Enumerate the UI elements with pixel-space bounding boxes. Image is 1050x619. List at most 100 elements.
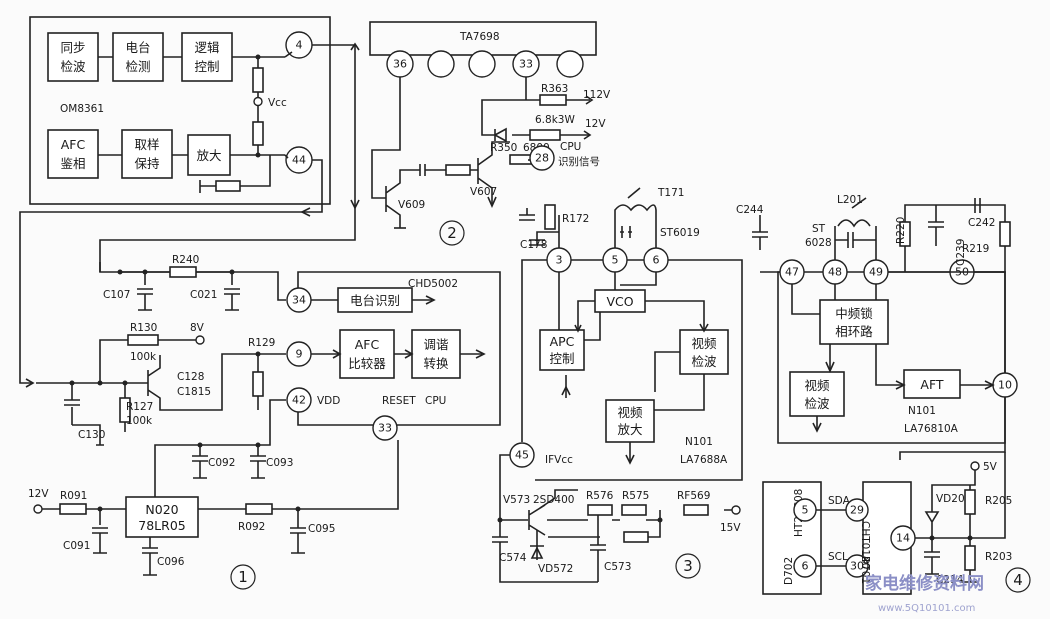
- pin-label: 45: [515, 449, 529, 462]
- v609-series-resistor: [445, 164, 471, 176]
- r203-resistor: [964, 545, 976, 571]
- cpu-section: CHD5002 34 电台识别 9 AFC 比较器 调谐 转换 42 VDD R…: [28, 254, 501, 590]
- pin-label: 5: [612, 254, 619, 267]
- bias-resistor: [623, 531, 649, 543]
- pin-stub: [284, 51, 293, 159]
- arrow-head: [350, 199, 360, 210]
- r219-label: R219: [962, 243, 989, 255]
- la7688a-section: 3 5 6 VCO APC 控制 视频 检波 视频 放大 R172 C178 T…: [492, 187, 743, 583]
- v15-terminal: [731, 505, 741, 515]
- cpu-id-label: CPU: [560, 141, 581, 153]
- vdd-label: VDD: [317, 395, 340, 407]
- pin-label: 42: [292, 394, 306, 407]
- la76810a-outline: [777, 271, 1006, 444]
- tuning-switch-line2: 转换: [423, 356, 449, 371]
- section-marker-1: [230, 564, 256, 590]
- section-marker-3: [675, 553, 701, 579]
- c130-capacitor: [64, 399, 80, 406]
- r68k-resistor: [529, 129, 561, 141]
- vd572-label: VD572: [538, 563, 573, 575]
- afc-phase-line1: AFC: [61, 137, 86, 152]
- apc-line1: APC: [550, 334, 575, 349]
- r220-label: R220: [895, 217, 907, 244]
- r172-label: R172: [562, 213, 589, 225]
- c092-label: C092: [208, 457, 235, 469]
- regulator-input-wire: [42, 508, 126, 525]
- ta7698-pin: [556, 50, 584, 78]
- om8361-outline: [29, 16, 331, 205]
- adjust-arrow: [851, 197, 867, 209]
- video-amp-line2: 放大: [617, 422, 642, 437]
- d701-part: CHT0140: [859, 521, 871, 569]
- c091-label: C091: [63, 540, 90, 552]
- video-detect-2-block: [789, 371, 845, 417]
- c242-label: C242: [968, 217, 995, 229]
- junction-dot: [255, 442, 261, 448]
- pin-label: 5: [802, 504, 809, 517]
- c092-capacitor: [192, 445, 208, 479]
- pin-label: 34: [292, 294, 306, 307]
- v609-coupling-cap: [419, 164, 478, 176]
- d701-pin-30: [845, 554, 869, 578]
- pin-label: 36: [393, 58, 407, 71]
- r172-c178-network: [529, 215, 560, 248]
- c095-label: C095: [308, 523, 335, 535]
- c107-capacitor: [137, 288, 153, 311]
- c093-label: C093: [266, 457, 293, 469]
- pin-label: 3: [556, 254, 563, 267]
- junction-dot: [229, 269, 235, 275]
- d701-label: D701: [859, 556, 871, 584]
- r172-resistor: [544, 204, 556, 230]
- diode-symbol: [493, 127, 507, 143]
- r363-label: R363: [541, 83, 568, 95]
- c107-label: C107: [103, 289, 130, 301]
- v607-transistor: [477, 141, 510, 205]
- c130-label: C130: [78, 429, 105, 441]
- v112-label: 112V: [583, 89, 611, 101]
- cpu-pin-33: [372, 415, 398, 441]
- la7688a-supply-wire: [492, 454, 734, 583]
- r219-resistor: [999, 221, 1011, 247]
- r205-resistor: [964, 489, 976, 515]
- logic-control-line1: 逻辑: [194, 40, 219, 55]
- afc-comparator-line2: 比较器: [348, 356, 386, 371]
- d701-pin-29: [845, 498, 869, 522]
- section-marker-2: [439, 220, 465, 246]
- arrow-head: [425, 295, 436, 305]
- if-pll-line2: 相环路: [835, 324, 873, 339]
- c239-label: C239: [955, 239, 967, 266]
- reset-label: RESET: [382, 395, 416, 407]
- st6019-label: ST6019: [660, 227, 700, 239]
- regulator-output-wire: [198, 440, 399, 554]
- n101b-label: N101: [908, 405, 936, 417]
- apc-line2: 控制: [549, 351, 574, 366]
- c021-label: C021: [190, 289, 217, 301]
- n020-label: N020: [145, 502, 178, 517]
- r203-label: R203: [985, 551, 1012, 563]
- cpu-label: CPU: [425, 395, 446, 407]
- la7688a-internal-wire: [558, 272, 705, 462]
- vcc-resistor-top: [252, 67, 264, 93]
- c178-label: C178: [520, 239, 547, 251]
- chd5002-label: CHD5002: [408, 278, 458, 290]
- section-marker-4: [1005, 567, 1031, 593]
- junction-dot: [295, 506, 301, 512]
- pin-label: 33: [519, 58, 533, 71]
- video-detect-2-line2: 检波: [804, 396, 830, 411]
- c214-label: C214: [936, 574, 964, 586]
- r363-resistor: [539, 94, 567, 106]
- r576-resistor: [587, 504, 613, 516]
- v573-label: V573: [503, 494, 530, 506]
- watermark-url: www.5Q10101.com: [878, 603, 975, 614]
- c096-capacitor: [142, 537, 158, 576]
- c244-label: C244: [736, 204, 764, 216]
- v609-label: V609: [398, 199, 425, 211]
- t171-coil: [614, 204, 657, 248]
- pin-label: 9: [296, 348, 303, 361]
- c128-transistor: [130, 353, 286, 411]
- cpu-outline: [297, 271, 501, 426]
- sample-hold-block: [121, 129, 173, 179]
- c574-label: C574: [499, 552, 527, 564]
- om8361-section: OM8361 同步 检波 电台 检测 逻辑 控制 AFC 鉴相 取样 保持 放大…: [19, 16, 360, 388]
